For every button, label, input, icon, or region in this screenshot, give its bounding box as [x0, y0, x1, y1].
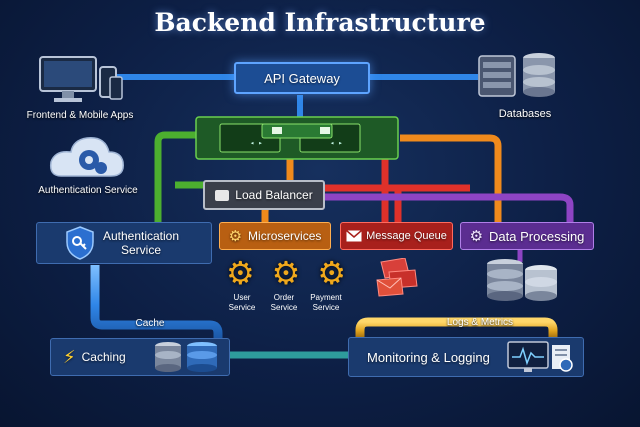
load-balancer-label: Load Balancer [235, 188, 313, 202]
pipe-cache [90, 265, 223, 345]
payment-service-label: Payment Service [310, 293, 342, 312]
svg-text:◂ ▸: ◂ ▸ [330, 139, 343, 147]
data-processing-label: Data Processing [489, 228, 585, 244]
auth-service-label: Authentication Service [102, 229, 180, 257]
message-queue-label: Message Queue [366, 230, 447, 242]
monitor-chart-icon [506, 339, 576, 375]
svg-text:◂ ▸: ◂ ▸ [250, 139, 263, 147]
gear-icon: ⚙ [469, 228, 484, 245]
monitor-phone-icon [38, 55, 124, 105]
data-processing-node[interactable]: ⚙ Data Processing [460, 222, 594, 250]
cloud-gear-icon [45, 132, 127, 180]
shield-key-icon [65, 226, 95, 260]
lightning-icon: ⚡ [63, 346, 76, 367]
databases-label: Databases [498, 108, 552, 120]
service-gears: ⚙ ⚙ ⚙ [226, 255, 346, 291]
gear-icon: ⚙ [271, 255, 301, 291]
pipe-red [325, 150, 470, 222]
pipe-green-left [154, 131, 200, 225]
pipe-purple [325, 193, 574, 222]
api-gateway-node[interactable]: API Gateway [234, 62, 370, 94]
gear-icon: ⚙ [317, 255, 346, 291]
frontend-label: Frontend & Mobile Apps [26, 110, 134, 121]
microservices-node[interactable]: ⚙ Microservices [219, 222, 331, 250]
database-icon [152, 341, 222, 373]
gear-icon: ⚙ [228, 228, 243, 245]
caching-label: Caching [81, 350, 126, 364]
database-server-icon [477, 50, 559, 100]
auth-cloud-label: Authentication Service [38, 185, 138, 196]
message-stack-icon [375, 257, 423, 302]
gear-icon: ⚙ [226, 255, 255, 291]
monitoring-node[interactable]: Monitoring & Logging [348, 337, 584, 377]
router-panel: ◂ ▸ ◂ ▸ [195, 116, 399, 160]
load-balancer-node[interactable]: Load Balancer [203, 180, 325, 210]
database-icon [483, 258, 563, 304]
cache-pipe-label: Cache [135, 318, 165, 329]
api-gateway-label: API Gateway [264, 70, 340, 86]
envelope-icon [346, 229, 363, 242]
server-icon [215, 189, 230, 201]
user-service-label: User Service [228, 293, 256, 312]
microservices-label: Microservices [248, 229, 322, 243]
pipe-orange-right [400, 134, 502, 222]
diagram-title: Backend Infrastructure [154, 8, 486, 37]
order-service-label: Order Service [270, 293, 298, 312]
caching-node[interactable]: ⚡ Caching [50, 338, 230, 376]
logs-pipe-label: Logs & Metrics [446, 317, 514, 328]
message-queue-node[interactable]: Message Queue [340, 222, 453, 250]
auth-service-node[interactable]: Authentication Service [36, 222, 212, 264]
monitoring-label: Monitoring & Logging [367, 349, 490, 365]
pipe-logs [355, 317, 558, 340]
